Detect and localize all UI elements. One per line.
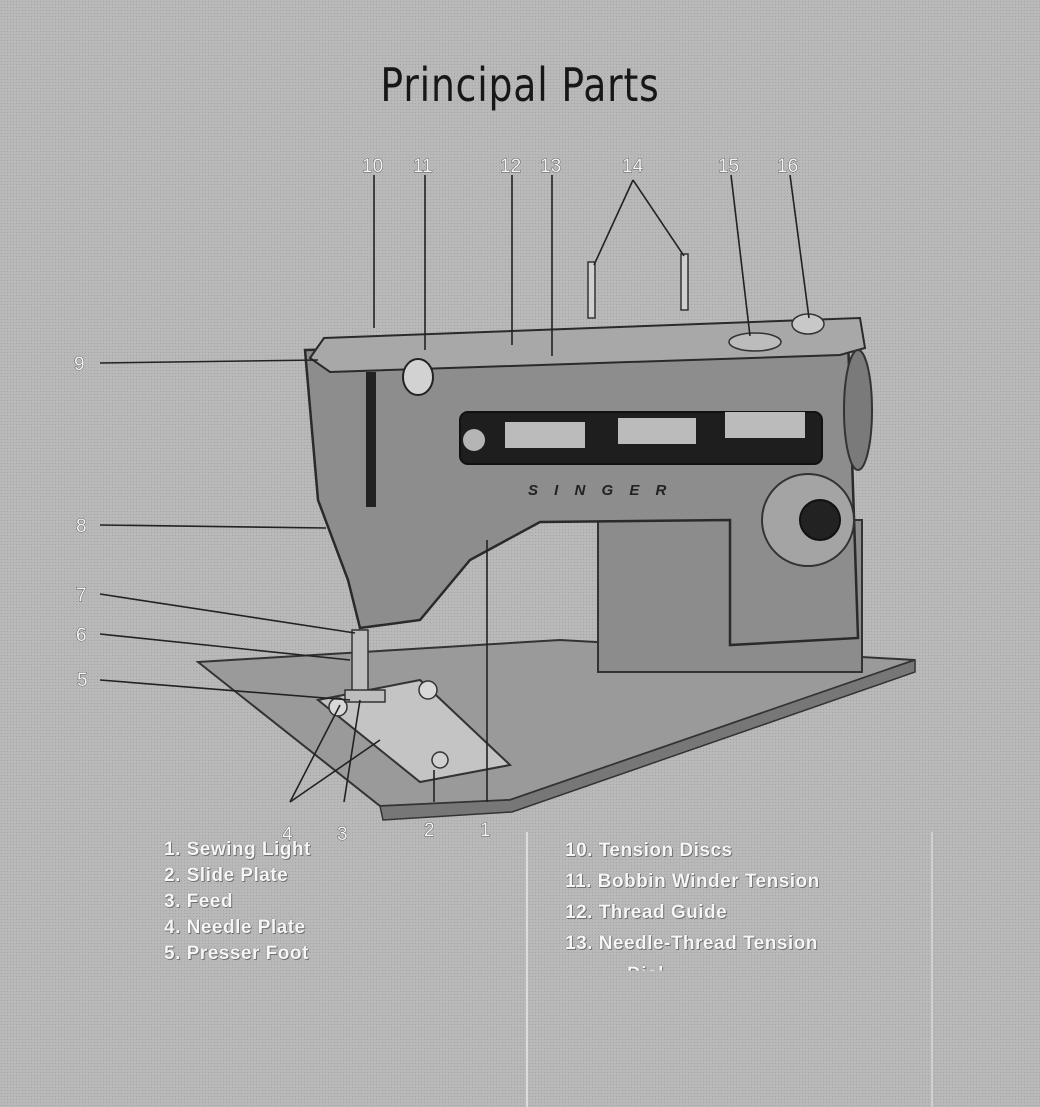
callout-8: 8 [76,516,87,537]
leader-4b [289,739,381,803]
legend-left: 1. Sewing Light 2. Slide Plate 3. Feed 4… [164,832,311,967]
hand-wheel [843,349,873,471]
legend-item-10: 10. Tension Discs [565,840,733,861]
spool-pin-right [680,253,689,311]
plate-screw-left [328,697,348,717]
callout-1: 1 [480,820,491,841]
legend-divider [526,832,528,1107]
brand-text: S I N G E R [528,482,672,499]
callout-10: 10 [362,156,383,177]
panel-window-3 [725,412,805,438]
thread-takeup [366,372,376,507]
bobbin-winder [791,313,825,335]
legend-item-5: 5. Presser Foot [164,943,309,964]
callout-15: 15 [718,156,739,177]
machine-bed-edge [379,658,916,821]
slide-plate-hole [431,751,449,769]
callout-11: 11 [413,156,433,177]
leader-4a [289,704,341,803]
presser-foot-shape [344,689,386,703]
callout-14: 14 [622,156,644,177]
leader-3 [343,699,361,803]
legend-item-4: 4. Needle Plate [164,917,306,938]
needle-plate-shape [315,678,513,784]
leader-8 [99,524,327,529]
leader-14a [593,179,634,266]
callout-9: 9 [74,354,85,375]
legend-item-3: 3. Feed [164,891,233,912]
page-title: Principal Parts [380,58,660,112]
callout-7: 7 [76,585,87,606]
callout-5: 5 [77,670,88,691]
leader-7 [99,593,356,634]
legend-right-border [931,832,933,1107]
machine-top [308,316,867,374]
stitch-dial [728,332,782,352]
panel-window-2 [618,418,696,444]
legend-item-12: 12. Thread Guide [565,902,728,923]
leader-6 [99,633,351,661]
pattern-knob [799,499,841,541]
legend-item-11: 11. Bobbin Winder Tension [565,871,820,892]
panel-window-1 [505,422,585,448]
legend-item-2: 2. Slide Plate [164,865,289,886]
legend-item-13: 13. Needle-Thread Tension [565,933,818,954]
legend-item-1: 1. Sewing Light [164,839,311,860]
callout-12: 12 [500,156,521,177]
leader-15 [730,174,751,337]
leader-9 [99,359,319,364]
leader-14b [632,179,685,257]
callout-13: 13 [540,156,561,177]
callout-4: 4 [282,824,293,845]
spool-pin-left [587,261,596,319]
leader-5 [99,679,351,701]
callout-3: 3 [337,824,348,845]
callout-2: 2 [424,820,435,841]
legend-right: 10. Tension Discs 11. Bobbin Winder Tens… [565,832,820,990]
callout-6: 6 [76,625,87,646]
callout-16: 16 [777,156,798,177]
panel-emblem [463,429,485,451]
plate-screw-right [418,680,438,700]
legend-item-13-continued: Dial [627,964,664,985]
leader-16 [789,174,810,319]
tension-discs [402,358,434,396]
